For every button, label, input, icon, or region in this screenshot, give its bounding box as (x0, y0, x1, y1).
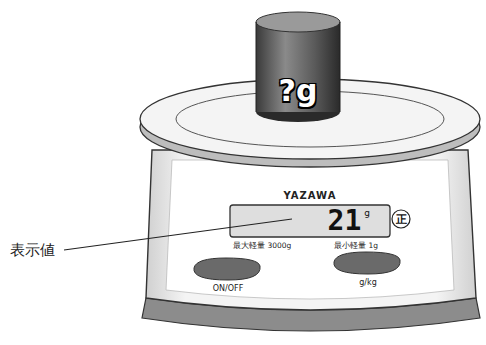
weight-top (256, 12, 340, 32)
min-capacity: 最小軽量 1g (334, 242, 378, 250)
button-label: g/kg (359, 279, 376, 287)
node-text: 正 (396, 214, 407, 225)
leader-line (64, 219, 292, 250)
weight-edge (340, 22, 341, 112)
lcd-window (230, 205, 390, 237)
weight-edge (256, 22, 257, 112)
body-panel (166, 160, 454, 299)
lcd-display: 21g (230, 205, 390, 237)
weight-block: ?g (256, 30, 340, 112)
verification-stamp: 正 (391, 209, 411, 229)
display-value-label: 表示値 (10, 243, 55, 258)
onoff-button (194, 258, 260, 280)
brand-name: YAZAWA (284, 191, 337, 201)
node-text: g (364, 209, 370, 218)
node-text: ?g (279, 76, 318, 106)
scale-body (146, 150, 476, 310)
weight-side (256, 22, 340, 112)
stamp-ring (392, 210, 410, 228)
node-text: 21 (328, 207, 362, 235)
button-label: ON/OFF (213, 285, 243, 293)
unit-button (334, 252, 400, 274)
max-capacity: 最大軽量 3000g (233, 242, 291, 250)
